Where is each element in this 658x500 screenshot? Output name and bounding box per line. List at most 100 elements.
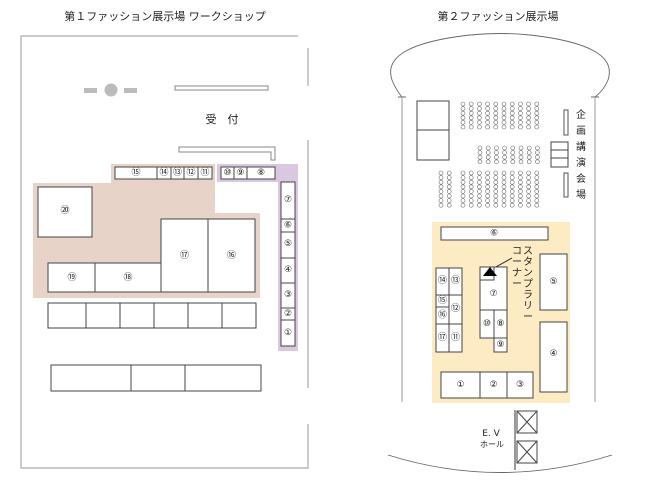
booth-15[interactable]: ⑮ bbox=[114, 166, 158, 180]
svg-text:③: ③ bbox=[516, 380, 524, 390]
seat bbox=[494, 159, 499, 165]
seat bbox=[501, 184, 507, 190]
booth-5[interactable]: ⑤ bbox=[280, 231, 296, 259]
booth-2[interactable]: ② bbox=[479, 371, 508, 399]
seat bbox=[510, 150, 516, 155]
seat bbox=[509, 184, 515, 190]
booth-20[interactable]: ⑳ bbox=[37, 186, 93, 238]
seat bbox=[518, 120, 523, 125]
seat bbox=[493, 115, 499, 121]
booth-6[interactable]: ⑥ bbox=[440, 226, 549, 241]
svg-text:⑲: ⑲ bbox=[67, 272, 76, 283]
hall1-title: 第１ファッション展示場 ワークショップ bbox=[64, 9, 266, 23]
seat bbox=[485, 184, 490, 190]
seat bbox=[468, 124, 474, 130]
booth-10[interactable]: ⑩ bbox=[220, 166, 235, 180]
booth-12[interactable]: ⑫ bbox=[448, 294, 463, 325]
booth-3[interactable]: ③ bbox=[280, 282, 296, 309]
seat bbox=[534, 189, 540, 194]
booth-8[interactable]: ⑧ bbox=[246, 166, 276, 180]
svg-text:ラ: ラ bbox=[523, 289, 533, 301]
seat bbox=[477, 202, 482, 208]
seat bbox=[534, 115, 540, 121]
booth-15[interactable]: ⑮ bbox=[435, 294, 450, 308]
seat bbox=[485, 150, 491, 155]
booth-7[interactable]: ⑦ bbox=[489, 289, 497, 299]
svg-text:画: 画 bbox=[576, 126, 586, 137]
seat bbox=[518, 179, 523, 185]
svg-text:プ: プ bbox=[523, 278, 533, 290]
seat bbox=[446, 202, 452, 208]
seat bbox=[526, 115, 531, 121]
svg-text:⑭: ⑭ bbox=[159, 167, 168, 178]
seat bbox=[468, 179, 474, 185]
seat bbox=[501, 193, 507, 199]
booth-6[interactable]: ⑥ bbox=[280, 218, 296, 233]
seat bbox=[510, 159, 516, 165]
seat bbox=[477, 175, 482, 180]
seat bbox=[509, 193, 515, 199]
svg-text:⑥: ⑥ bbox=[490, 229, 498, 239]
svg-text:⑪: ⑪ bbox=[200, 167, 209, 178]
booth-18[interactable]: ⑱ bbox=[94, 262, 162, 293]
booth-5[interactable]: ⑤ bbox=[539, 253, 568, 311]
booth-7-cluster: ⑦ bbox=[479, 266, 508, 311]
booth-9[interactable]: ⑨ bbox=[233, 166, 248, 180]
seat bbox=[446, 198, 452, 203]
seat bbox=[535, 150, 540, 155]
seat bbox=[485, 101, 490, 107]
seat bbox=[534, 101, 540, 107]
booth-9[interactable]: ⑨ bbox=[493, 337, 508, 353]
booth-1[interactable]: ① bbox=[280, 319, 296, 347]
booth-17[interactable]: ⑰ bbox=[435, 323, 450, 353]
booth-8[interactable]: ⑧ bbox=[493, 309, 508, 339]
seat bbox=[518, 193, 523, 199]
booth-13[interactable]: ⑬ bbox=[170, 166, 185, 180]
booth-2[interactable]: ② bbox=[280, 307, 296, 321]
hall2-side-walls bbox=[401, 97, 596, 402]
seat bbox=[485, 202, 490, 208]
booth-11[interactable]: ⑪ bbox=[197, 166, 213, 180]
booth-4[interactable]: ④ bbox=[539, 321, 568, 393]
svg-text:タ: タ bbox=[523, 256, 533, 268]
booth-16[interactable]: ⑯ bbox=[207, 218, 256, 293]
booth-17[interactable]: ⑰ bbox=[160, 218, 209, 293]
booth-3[interactable]: ③ bbox=[506, 371, 534, 399]
seat bbox=[493, 175, 499, 180]
seat bbox=[438, 198, 444, 203]
booth-7[interactable]: ⑦ bbox=[280, 181, 296, 220]
booth-12[interactable]: ⑫ bbox=[183, 166, 199, 180]
seat bbox=[526, 150, 532, 155]
lecture-hall-label: 企 画 講 演 会 場 bbox=[576, 108, 586, 201]
seat bbox=[446, 189, 452, 194]
booth-10[interactable]: ⑩ bbox=[479, 309, 495, 339]
entrance-marker bbox=[84, 83, 137, 97]
booth-1[interactable]: ① bbox=[440, 371, 481, 399]
seat bbox=[485, 159, 491, 165]
booth-14[interactable]: ⑭ bbox=[156, 166, 172, 180]
seat bbox=[485, 154, 491, 160]
seat bbox=[460, 198, 466, 203]
svg-text:企: 企 bbox=[576, 108, 586, 121]
seat bbox=[526, 170, 531, 176]
seat bbox=[535, 154, 540, 160]
seat bbox=[502, 154, 507, 160]
seat bbox=[526, 110, 531, 116]
booth-4[interactable]: ④ bbox=[280, 257, 296, 284]
seat bbox=[460, 193, 466, 199]
svg-text:⑯: ⑯ bbox=[438, 310, 447, 321]
seat bbox=[477, 124, 482, 130]
booth-13[interactable]: ⑬ bbox=[448, 267, 463, 296]
seat bbox=[485, 179, 490, 185]
svg-text:⑥: ⑥ bbox=[284, 221, 292, 231]
booth-11[interactable]: ⑪ bbox=[448, 323, 463, 353]
svg-text:⑰: ⑰ bbox=[180, 250, 189, 261]
seat bbox=[501, 106, 507, 111]
booth-14[interactable]: ⑭ bbox=[435, 267, 450, 296]
booth-16[interactable]: ⑯ bbox=[435, 306, 450, 325]
seat bbox=[501, 202, 507, 208]
podium bbox=[550, 141, 569, 168]
seat bbox=[526, 145, 532, 151]
svg-text:⑫: ⑫ bbox=[451, 303, 460, 314]
booth-19[interactable]: ⑲ bbox=[47, 262, 96, 293]
